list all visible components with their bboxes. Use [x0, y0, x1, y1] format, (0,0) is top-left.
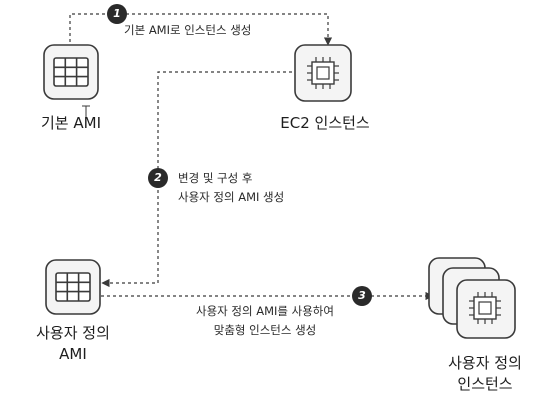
ami-grid-icon — [45, 259, 101, 315]
step-3-text-line1: 사용자 정의 AMI를 사용하여 — [196, 304, 334, 318]
custom-instances-node — [427, 256, 525, 346]
step-1-text: 기본 AMI로 인스턴스 생성 — [124, 23, 252, 37]
ec2-chip-stack-icon — [428, 257, 516, 339]
arrow-step-2 — [101, 71, 292, 288]
ec2-chip-icon — [294, 44, 352, 102]
cursor-mark — [82, 105, 90, 120]
step-1-badge: 1 — [107, 4, 127, 24]
step-3-badge: 3 — [352, 286, 372, 306]
base-ami-node — [43, 44, 99, 104]
step-2-text-line2: 사용자 정의 AMI 생성 — [178, 190, 285, 204]
step-3-text-line2: 맞춤형 인스턴스 생성 — [213, 323, 317, 337]
custom-ami-label-line1: 사용자 정의 — [36, 324, 110, 342]
custom-instances-label-line2: 인스턴스 — [457, 375, 513, 393]
ec2-instance-node — [294, 44, 352, 106]
ec2-instance-label: EC2 인스턴스 — [280, 114, 370, 132]
base-ami-label: 기본 AMI — [41, 114, 101, 132]
custom-instances-label-line1: 사용자 정의 — [448, 354, 522, 372]
arrow-step-1 — [69, 13, 333, 46]
ami-grid-icon — [43, 44, 99, 100]
step-2-badge: 2 — [148, 168, 168, 188]
custom-ami-node — [45, 259, 101, 319]
custom-ami-label-line2: AMI — [59, 345, 87, 363]
step-2-text-line1: 변경 및 구성 후 — [178, 171, 253, 185]
